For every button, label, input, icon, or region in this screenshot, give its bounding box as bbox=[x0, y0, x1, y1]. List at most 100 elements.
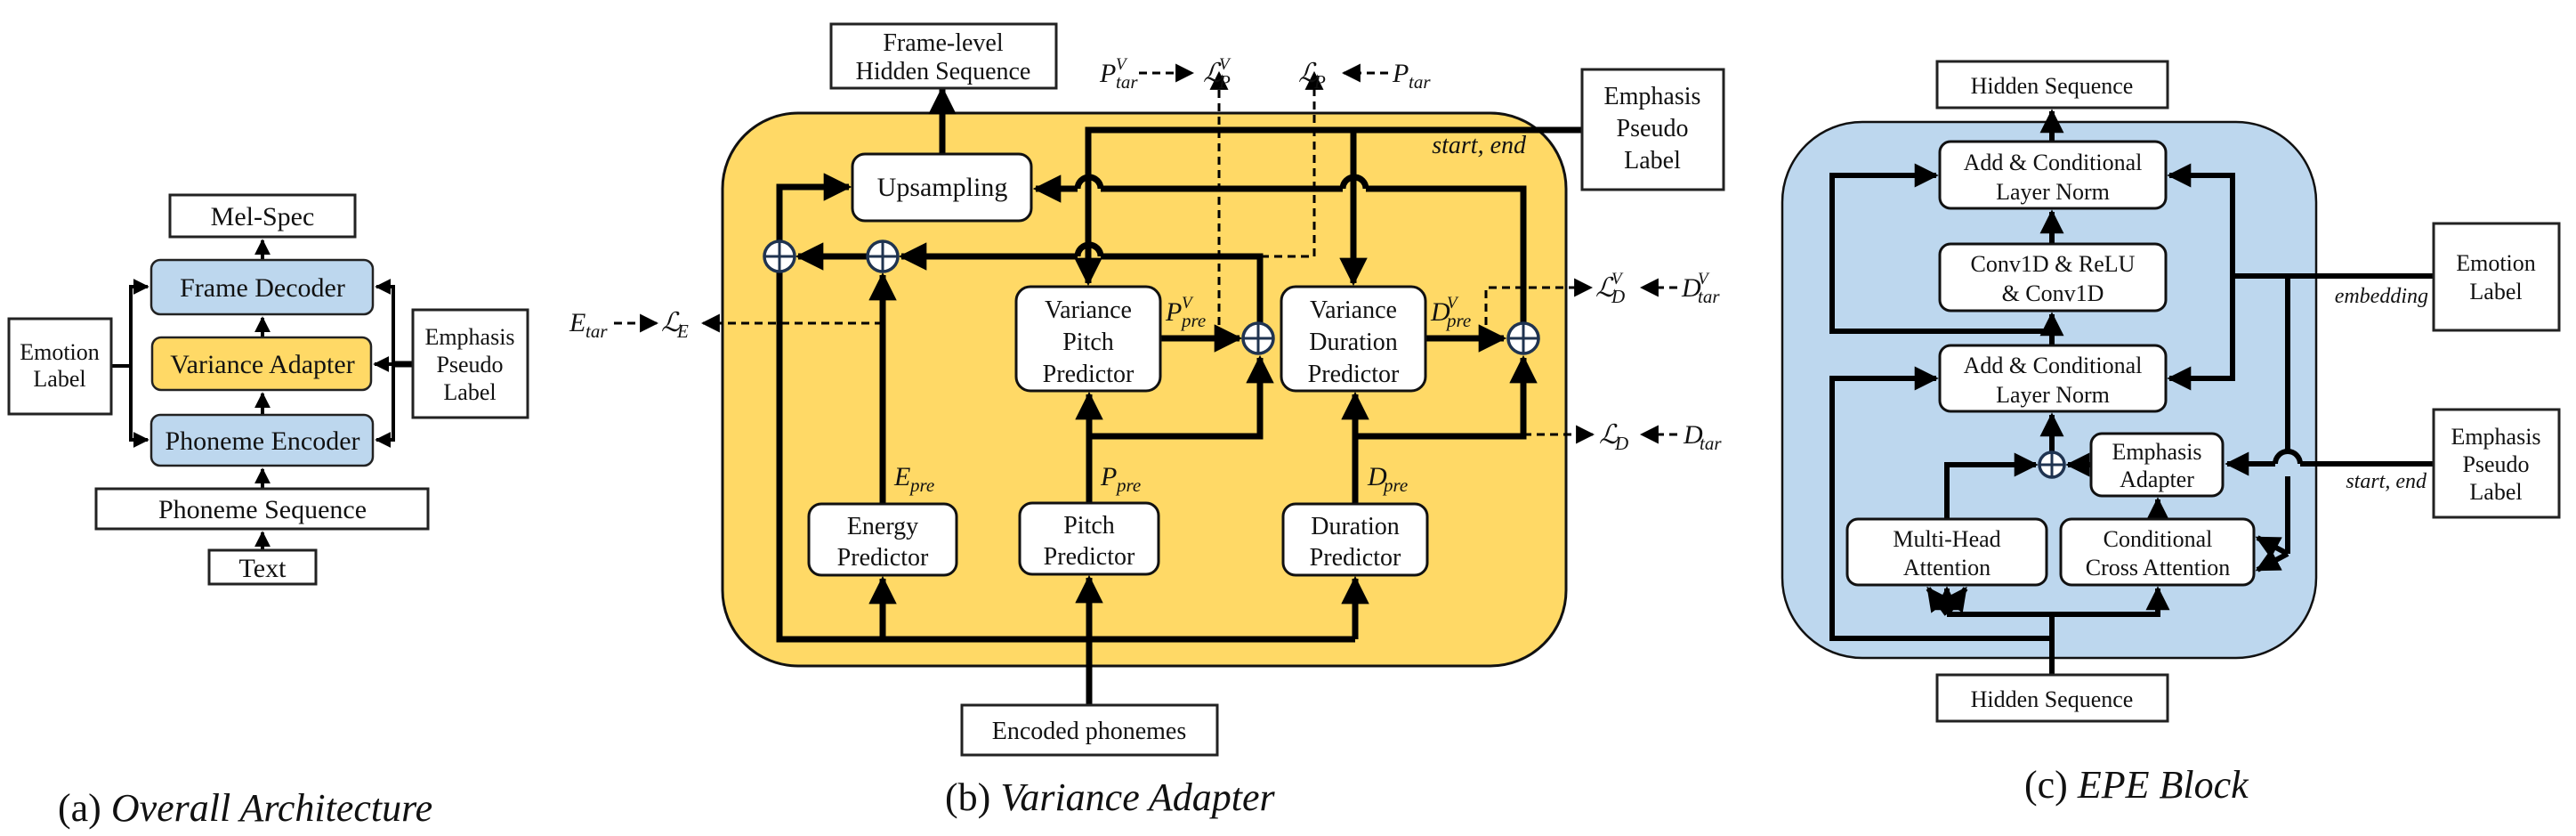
hidden-sequence-in-box: Hidden Sequence bbox=[1935, 673, 2169, 723]
dash-loss-p bbox=[1261, 70, 1324, 258]
to-cross-attention bbox=[1947, 586, 2170, 617]
upsampling-label: Upsampling bbox=[877, 173, 1008, 202]
cca-line2: Cross Attention bbox=[2086, 555, 2231, 580]
dp-line2: Predictor bbox=[1310, 544, 1401, 572]
emphasis-label-box-a: Emphasis Pseudo Label bbox=[411, 308, 529, 419]
cca-line1: Conditional bbox=[2104, 526, 2213, 552]
math-symbol-text: ℒP bbox=[1298, 59, 1326, 93]
duration-to-plus bbox=[1355, 354, 1538, 440]
emotion-label-line1: Emotion bbox=[20, 339, 100, 365]
frame-decoder-box: Frame Decoder bbox=[149, 258, 375, 316]
emphasis-label-line2: Pseudo bbox=[436, 352, 503, 377]
pp-line2: Predictor bbox=[1044, 543, 1135, 571]
text-box: Text bbox=[207, 548, 318, 586]
caption-c-title: EPE Block bbox=[2077, 763, 2249, 807]
add-norm-bottom-box: Add & Conditional Layer Norm bbox=[1938, 344, 2168, 413]
emotion-to-encoder bbox=[129, 366, 149, 448]
residual-top bbox=[1829, 163, 2052, 334]
math-symbol-text: ℒE bbox=[661, 308, 689, 342]
emphasis-b-line1: Emphasis bbox=[1604, 83, 1701, 110]
vpp-line2: Pitch bbox=[1062, 329, 1114, 356]
ep-line2: Predictor bbox=[837, 544, 929, 572]
plus1-to-upsampling bbox=[776, 173, 852, 241]
emphasis-to-encoder bbox=[375, 364, 395, 448]
residual-bottom bbox=[1829, 366, 2052, 641]
encoded-phonemes-box: Encoded phonemes bbox=[960, 703, 1219, 757]
phoneme-sequence-box: Phoneme Sequence bbox=[94, 487, 430, 531]
upsampling-box: Upsampling bbox=[851, 152, 1033, 223]
vpp-line1: Variance bbox=[1045, 296, 1132, 324]
caption-a-prefix: (a) bbox=[58, 786, 101, 830]
vdp-line1: Variance bbox=[1310, 296, 1397, 324]
conv-line2: & Conv1D bbox=[2002, 280, 2104, 306]
multi-head-attention-box: Multi-Head Attention bbox=[1845, 517, 2048, 587]
jump-arc-c bbox=[2273, 449, 2303, 465]
emphasis-adapter-box: Emphasis Adapter bbox=[2089, 432, 2225, 498]
add-norm-bottom-line2: Layer Norm bbox=[1996, 382, 2110, 408]
mha-line2: Attention bbox=[1903, 555, 1991, 580]
panel-b-wires bbox=[614, 63, 1677, 705]
pp-line1: Pitch bbox=[1063, 512, 1115, 540]
emphasis-b-line3: Label bbox=[1624, 147, 1681, 175]
emphasis-label-box-b: Emphasis Pseudo Label bbox=[1580, 68, 1725, 191]
phoneme-sequence-label: Phoneme Sequence bbox=[158, 495, 367, 524]
vdp-line3: Predictor bbox=[1308, 361, 1400, 388]
add-norm-top-line1: Add & Conditional bbox=[1964, 150, 2143, 175]
vpp-line3: Predictor bbox=[1043, 361, 1135, 388]
embedding-to-cross-v bbox=[2255, 548, 2289, 572]
variance-pitch-predictor-box: Variance Pitch Predictor bbox=[1014, 285, 1162, 393]
math-symbol-text: Ppre bbox=[1100, 462, 1141, 496]
frame-level-line1: Frame-level bbox=[883, 29, 1003, 57]
d-tar-label: Dtar bbox=[1683, 420, 1722, 454]
emphasis-label-line1: Emphasis bbox=[424, 324, 514, 350]
math-symbol-text: Dtar bbox=[1683, 420, 1722, 454]
loss-e-label: ℒE bbox=[661, 308, 689, 342]
d-pre-label: Dpre bbox=[1367, 462, 1408, 496]
encoded-phonemes-label: Encoded phonemes bbox=[992, 718, 1187, 745]
caption-b-prefix: (b) bbox=[945, 775, 990, 819]
e-pre-label: Epre bbox=[893, 462, 934, 496]
caption-a: (a) Overall Architecture bbox=[58, 786, 432, 830]
variance-duration-predictor-box: Variance Duration Predictor bbox=[1280, 285, 1427, 393]
conv-line1: Conv1D & ReLU bbox=[1971, 251, 2136, 277]
loss-d-label: ℒD bbox=[1599, 420, 1628, 454]
panel-a-overall-architecture: Mel-Spec Frame Decoder Variance Adapter … bbox=[7, 193, 529, 830]
emotion-label-box-a: Emotion Label bbox=[7, 317, 113, 416]
loss-p-label: ℒP bbox=[1298, 59, 1326, 93]
emphasis-adapter-line1: Emphasis bbox=[2112, 439, 2201, 465]
math-symbol-text: ℒD bbox=[1599, 420, 1628, 454]
vdp-line2: Duration bbox=[1309, 329, 1398, 356]
pitch-to-plus bbox=[1089, 354, 1274, 440]
variance-adapter-label: Variance Adapter bbox=[170, 350, 354, 379]
start-end-label-b: start, end bbox=[1432, 132, 1527, 159]
add-norm-top-line2: Layer Norm bbox=[1996, 179, 2110, 205]
mel-spec-box: Mel-Spec bbox=[168, 193, 357, 239]
variance-adapter-box: Variance Adapter bbox=[150, 336, 373, 392]
plus-node-energy bbox=[763, 239, 796, 273]
emotion-c-line2: Label bbox=[2469, 279, 2522, 304]
emotion-to-decoder bbox=[129, 279, 149, 440]
panel-c-wires bbox=[1829, 109, 2434, 675]
plus-node-energy-pitch bbox=[866, 239, 900, 273]
duration-predictor-box: Duration Predictor bbox=[1281, 502, 1429, 577]
math-symbol-text: Epre bbox=[893, 462, 934, 496]
emotion-label-line2: Label bbox=[33, 366, 85, 392]
phoneme-encoder-box: Phoneme Encoder bbox=[149, 413, 375, 467]
emphasis-c-line1: Emphasis bbox=[2451, 424, 2540, 450]
plus-node-duration bbox=[1506, 321, 1540, 355]
conditional-cross-attention-box: Conditional Cross Attention bbox=[2059, 517, 2256, 587]
emotion-label-box-c: Emotion Label bbox=[2432, 222, 2561, 332]
panel-c-epe-block: Hidden Sequence Add & Conditional Layer … bbox=[1781, 60, 2561, 807]
add-norm-bottom-line1: Add & Conditional bbox=[1964, 353, 2143, 378]
conv-block-box: Conv1D & ReLU & Conv1D bbox=[1938, 242, 2168, 312]
embedding-to-cross-k bbox=[2255, 535, 2289, 559]
emphasis-c-line3: Label bbox=[2469, 479, 2522, 505]
